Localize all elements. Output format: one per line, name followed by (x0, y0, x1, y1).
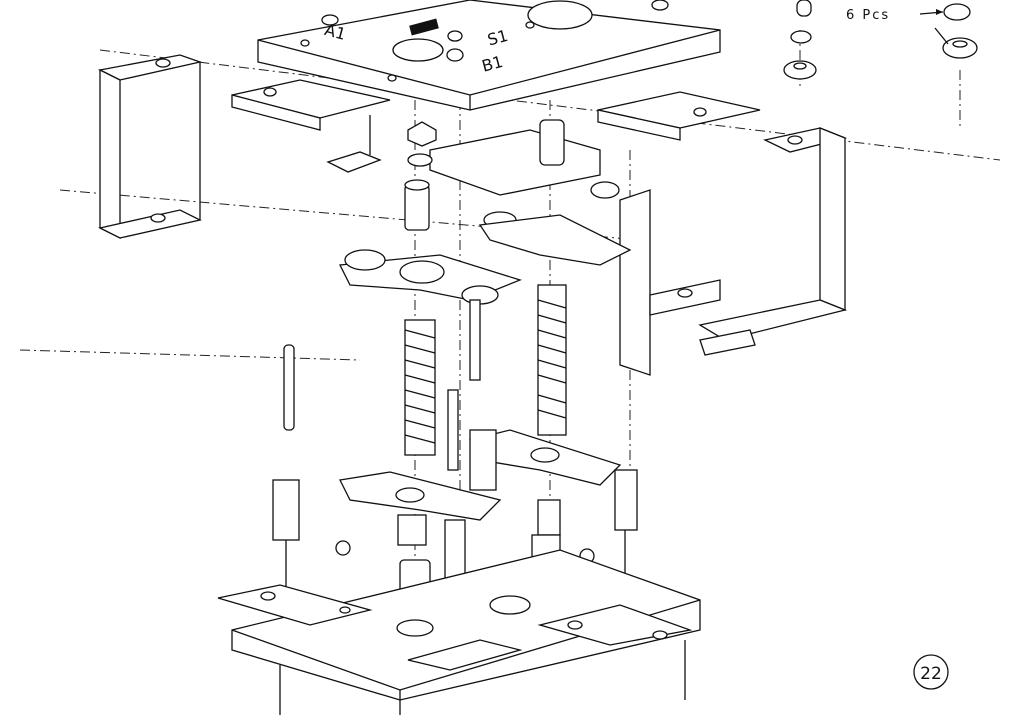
right-clamp-plate (597, 91, 761, 141)
center-lines (19, 30, 1001, 640)
top-plate (257, 0, 721, 111)
right-shaft-assembly (469, 119, 638, 610)
label-b1: B1 (480, 52, 505, 76)
label-s1: S1 (485, 26, 510, 50)
label-a1: A1 (323, 20, 348, 44)
page-number-badge: 22 (913, 654, 949, 690)
quantity-note: 6 Pcs (846, 8, 890, 23)
left-shaft-assembly (338, 121, 522, 660)
base-plate (217, 549, 701, 715)
page-number: 22 (920, 664, 942, 684)
washer-stack (783, 0, 978, 80)
left-bracket (97, 54, 203, 240)
middle-plate (429, 129, 620, 199)
left-clamp-plate (231, 79, 391, 173)
right-bracket (619, 127, 848, 376)
